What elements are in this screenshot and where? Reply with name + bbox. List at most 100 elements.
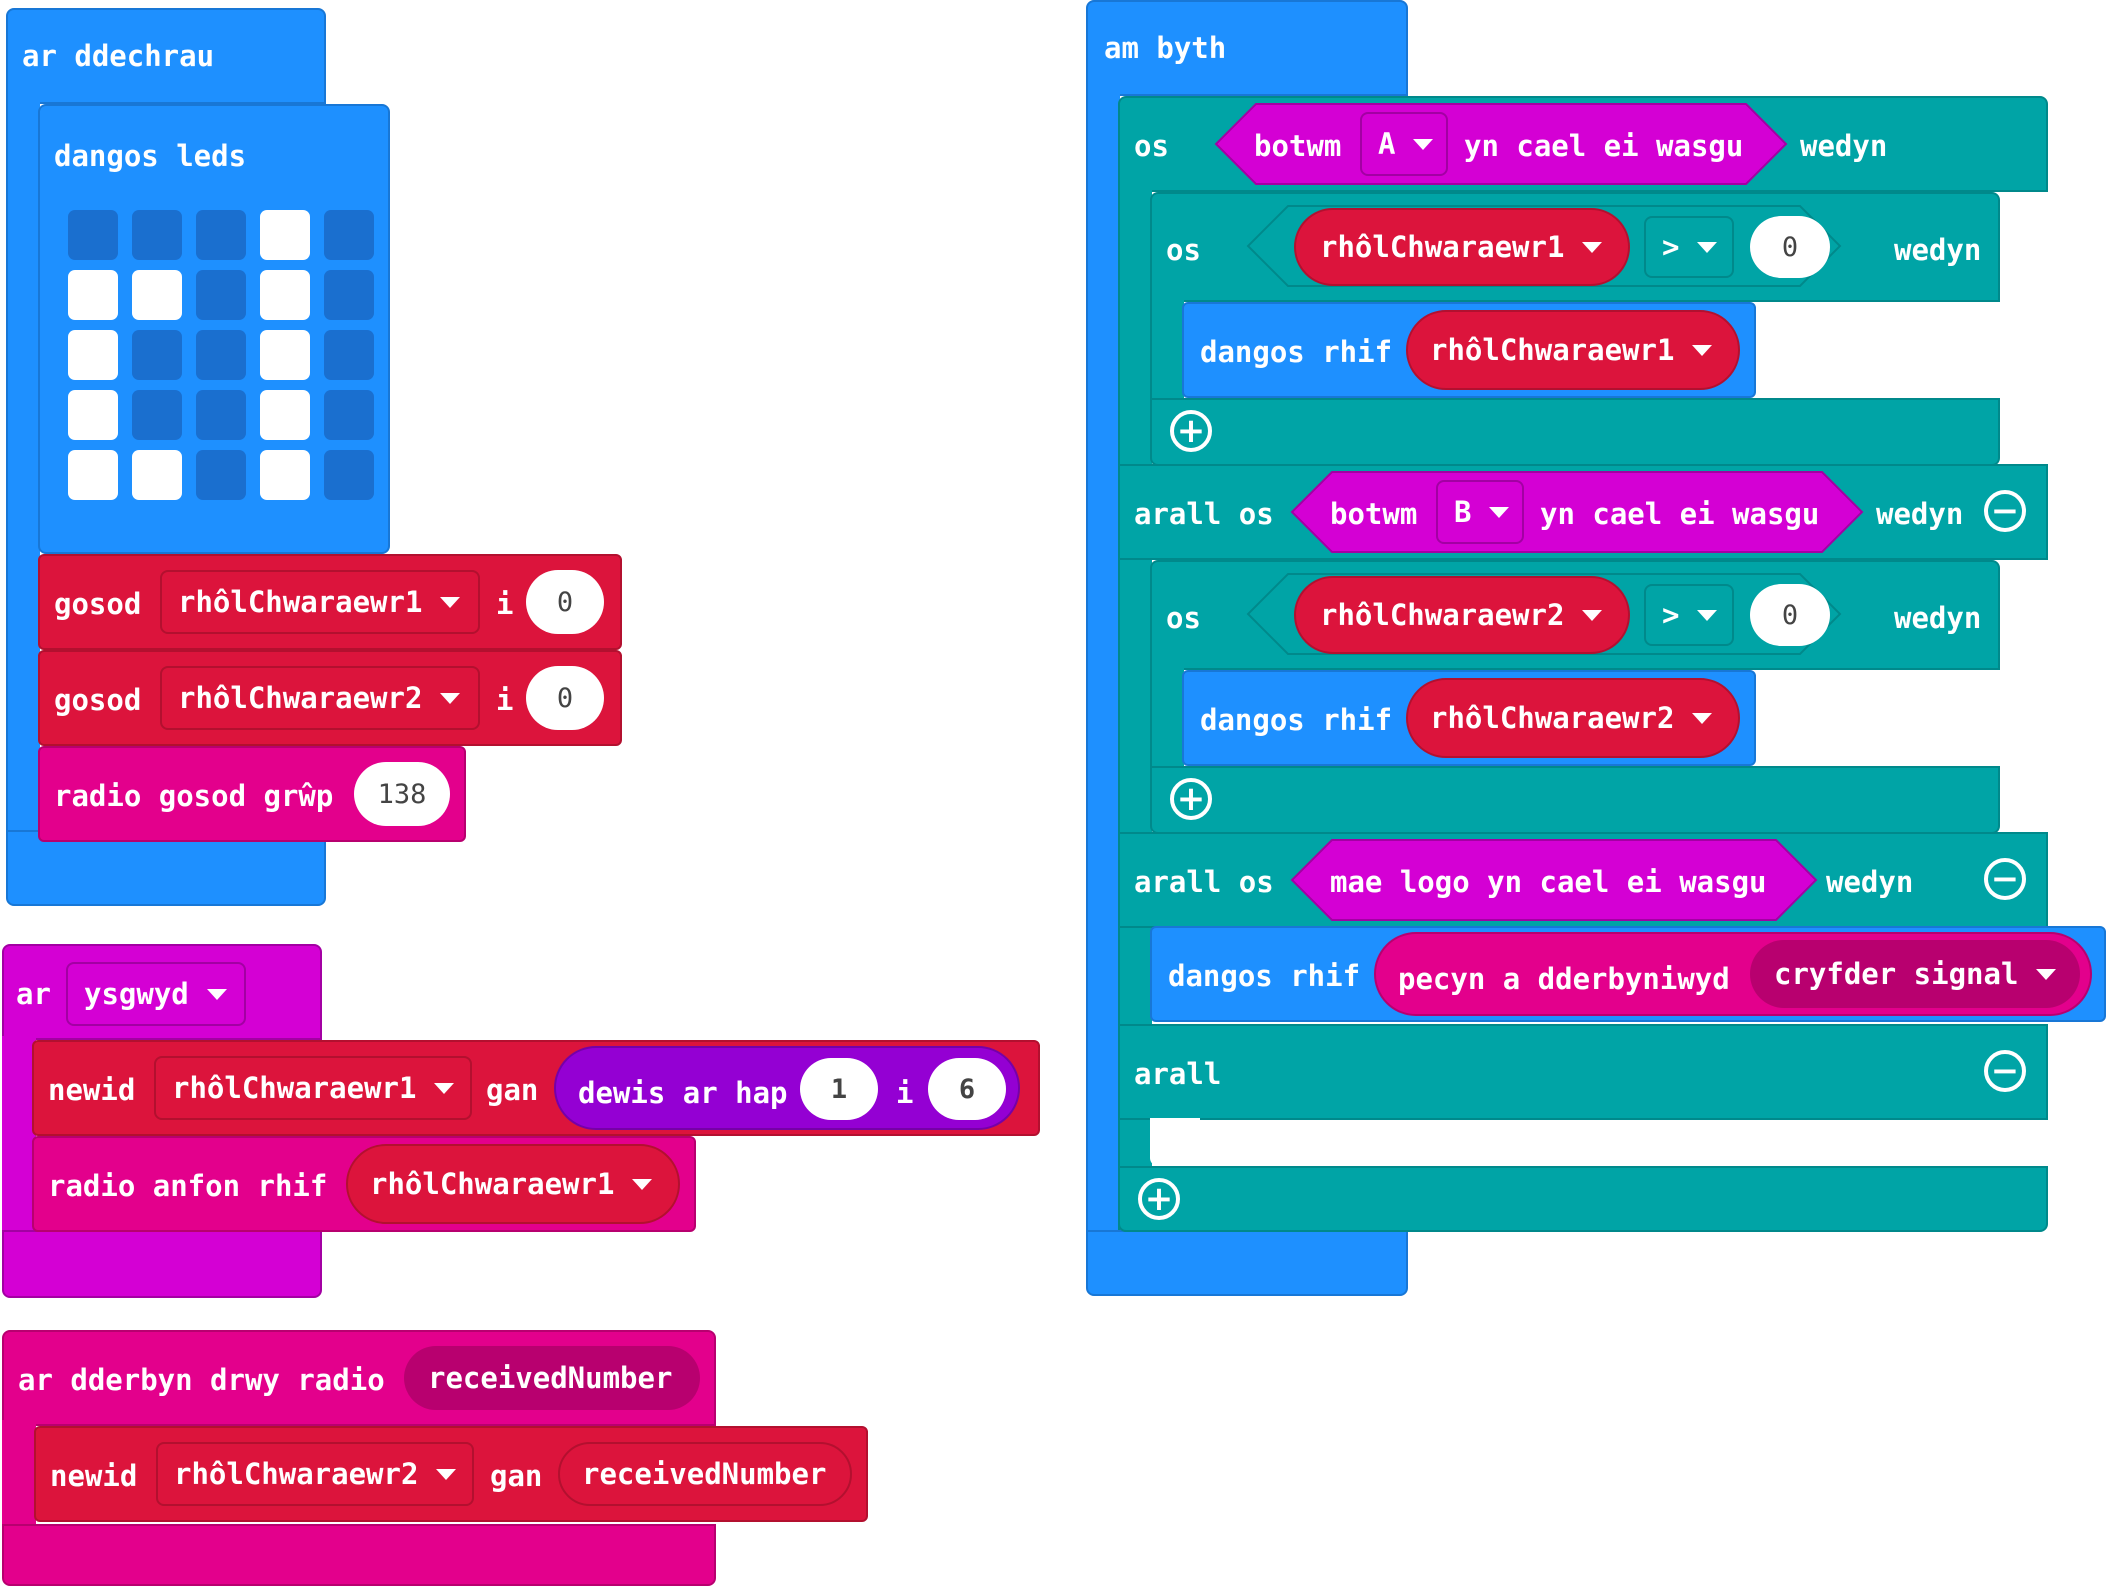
logo-pressed-label: mae logo yn cael ei wasgu: [1330, 865, 1767, 899]
chevron-down-icon: [1582, 241, 1603, 253]
radio-set-group-block[interactable]: radio gosod grŵp 138: [38, 746, 466, 842]
led-cell[interactable]: [68, 330, 118, 380]
led-cell[interactable]: [324, 210, 374, 260]
led-cell[interactable]: [260, 330, 310, 380]
operator-dropdown[interactable]: >: [1644, 584, 1734, 646]
remove-branch-icon[interactable]: −: [1984, 490, 2026, 532]
group-number-input[interactable]: 138: [354, 762, 450, 826]
chevron-down-icon: [1692, 344, 1713, 356]
by-label: gan: [486, 1073, 539, 1107]
to-label: i: [496, 683, 514, 717]
received-packet-reporter[interactable]: pecyn a dderbyniwyd cryfder signal: [1374, 932, 2092, 1016]
remove-branch-icon[interactable]: −: [1984, 858, 2026, 900]
led-cell[interactable]: [68, 210, 118, 260]
hexagon-shape: [1290, 471, 1864, 553]
pressed-label: yn cael ei wasgu: [1540, 497, 1820, 531]
led-cell[interactable]: [324, 450, 374, 500]
chevron-down-icon: [440, 596, 461, 608]
button-dropdown[interactable]: A: [1360, 112, 1448, 176]
received-number-param[interactable]: receivedNumber: [404, 1346, 700, 1410]
led-cell[interactable]: [196, 450, 246, 500]
to-label: i: [496, 587, 514, 621]
value-input[interactable]: 0: [526, 570, 604, 634]
chevron-down-icon: [436, 1468, 457, 1480]
variable-dropdown[interactable]: rhôlChwaraewr2: [156, 1442, 474, 1506]
change-variable-block-2[interactable]: newid rhôlChwaraewr2 gan receivedNumber: [34, 1426, 868, 1522]
radio-set-group-label: radio gosod grŵp: [54, 779, 334, 813]
led-cell[interactable]: [260, 270, 310, 320]
led-cell[interactable]: [196, 330, 246, 380]
random-to-input[interactable]: 6: [928, 1058, 1006, 1120]
chevron-down-icon: [1697, 241, 1718, 253]
value-input[interactable]: 0: [526, 666, 604, 730]
led-cell[interactable]: [260, 210, 310, 260]
else-if-label: arall os: [1134, 865, 1274, 899]
variable-dropdown[interactable]: rhôlChwaraewr2: [160, 666, 480, 730]
add-branch-icon[interactable]: +: [1170, 778, 1212, 820]
variable-dropdown[interactable]: rhôlChwaraewr1: [160, 570, 480, 634]
by-label: gan: [490, 1459, 543, 1493]
set-label: gosod: [54, 683, 142, 717]
chevron-down-icon: [1489, 506, 1510, 518]
variable-reporter[interactable]: rhôlChwaraewr1: [1406, 310, 1740, 390]
show-number-block-signal[interactable]: dangos rhif pecyn a dderbyniwyd cryfder …: [1150, 926, 2106, 1022]
show-leds-block[interactable]: dangos leds: [38, 104, 390, 554]
packet-property-dropdown[interactable]: cryfder signal: [1750, 940, 2080, 1008]
random-from-input[interactable]: 1: [800, 1058, 878, 1120]
show-number-block-a[interactable]: dangos rhif rhôlChwaraewr1: [1182, 302, 1756, 398]
pick-random-block[interactable]: dewis ar hap 1 i 6: [554, 1046, 1020, 1130]
chevron-down-icon: [1582, 609, 1603, 621]
radio-send-label: radio anfon rhif: [48, 1169, 328, 1203]
pick-random-label: dewis ar hap: [578, 1076, 788, 1110]
led-cell[interactable]: [260, 450, 310, 500]
led-cell[interactable]: [196, 390, 246, 440]
set-variable-block-1[interactable]: gosod rhôlChwaraewr1 i 0: [38, 554, 622, 650]
variable-reporter[interactable]: rhôlChwaraewr1: [346, 1144, 680, 1224]
led-cell[interactable]: [196, 210, 246, 260]
led-cell[interactable]: [68, 270, 118, 320]
led-cell[interactable]: [324, 330, 374, 380]
set-label: gosod: [54, 587, 142, 621]
received-number-reporter[interactable]: receivedNumber: [558, 1442, 852, 1506]
show-number-label: dangos rhif: [1200, 703, 1393, 737]
operator-dropdown[interactable]: >: [1644, 216, 1734, 278]
else-empty-slot[interactable]: [1150, 1118, 1200, 1166]
then-label: wedyn: [1800, 129, 1888, 163]
remove-branch-icon[interactable]: −: [1984, 1050, 2026, 1092]
add-branch-icon[interactable]: +: [1138, 1178, 1180, 1220]
on-radio-received-label: ar dderbyn drwy radio: [18, 1363, 385, 1397]
compare-value-input[interactable]: 0: [1750, 216, 1830, 278]
compare-value-input[interactable]: 0: [1750, 584, 1830, 646]
chevron-down-icon: [434, 1082, 455, 1094]
gesture-dropdown[interactable]: ysgwyd: [66, 962, 246, 1026]
button-label: botwm: [1254, 129, 1342, 163]
variable-reporter[interactable]: rhôlChwaraewr2: [1294, 576, 1630, 654]
variable-reporter[interactable]: rhôlChwaraewr1: [1294, 208, 1630, 286]
led-cell[interactable]: [132, 270, 182, 320]
variable-reporter[interactable]: rhôlChwaraewr2: [1406, 678, 1740, 758]
led-cell[interactable]: [260, 390, 310, 440]
variable-dropdown[interactable]: rhôlChwaraewr1: [154, 1056, 472, 1120]
show-number-block-b[interactable]: dangos rhif rhôlChwaraewr2: [1182, 670, 1756, 766]
button-dropdown[interactable]: B: [1436, 480, 1524, 544]
radio-send-number-block[interactable]: radio anfon rhif rhôlChwaraewr1: [32, 1136, 696, 1232]
led-cell[interactable]: [324, 390, 374, 440]
set-variable-block-2[interactable]: gosod rhôlChwaraewr2 i 0: [38, 650, 622, 746]
button-label: botwm: [1330, 497, 1418, 531]
add-branch-icon[interactable]: +: [1170, 410, 1212, 452]
then-label: wedyn: [1876, 497, 1964, 531]
if-label: os: [1166, 601, 1201, 635]
on-label: ar: [16, 977, 51, 1011]
led-cell[interactable]: [68, 390, 118, 440]
led-cell[interactable]: [196, 270, 246, 320]
led-cell[interactable]: [132, 330, 182, 380]
change-variable-block-1[interactable]: newid rhôlChwaraewr1 gan dewis ar hap 1 …: [32, 1040, 1040, 1136]
led-cell[interactable]: [68, 450, 118, 500]
led-cell[interactable]: [132, 210, 182, 260]
led-cell[interactable]: [132, 390, 182, 440]
hexagon-shape: [1214, 103, 1788, 185]
chevron-down-icon: [1692, 712, 1713, 724]
led-cell[interactable]: [324, 270, 374, 320]
led-cell[interactable]: [132, 450, 182, 500]
chevron-down-icon: [1697, 609, 1718, 621]
